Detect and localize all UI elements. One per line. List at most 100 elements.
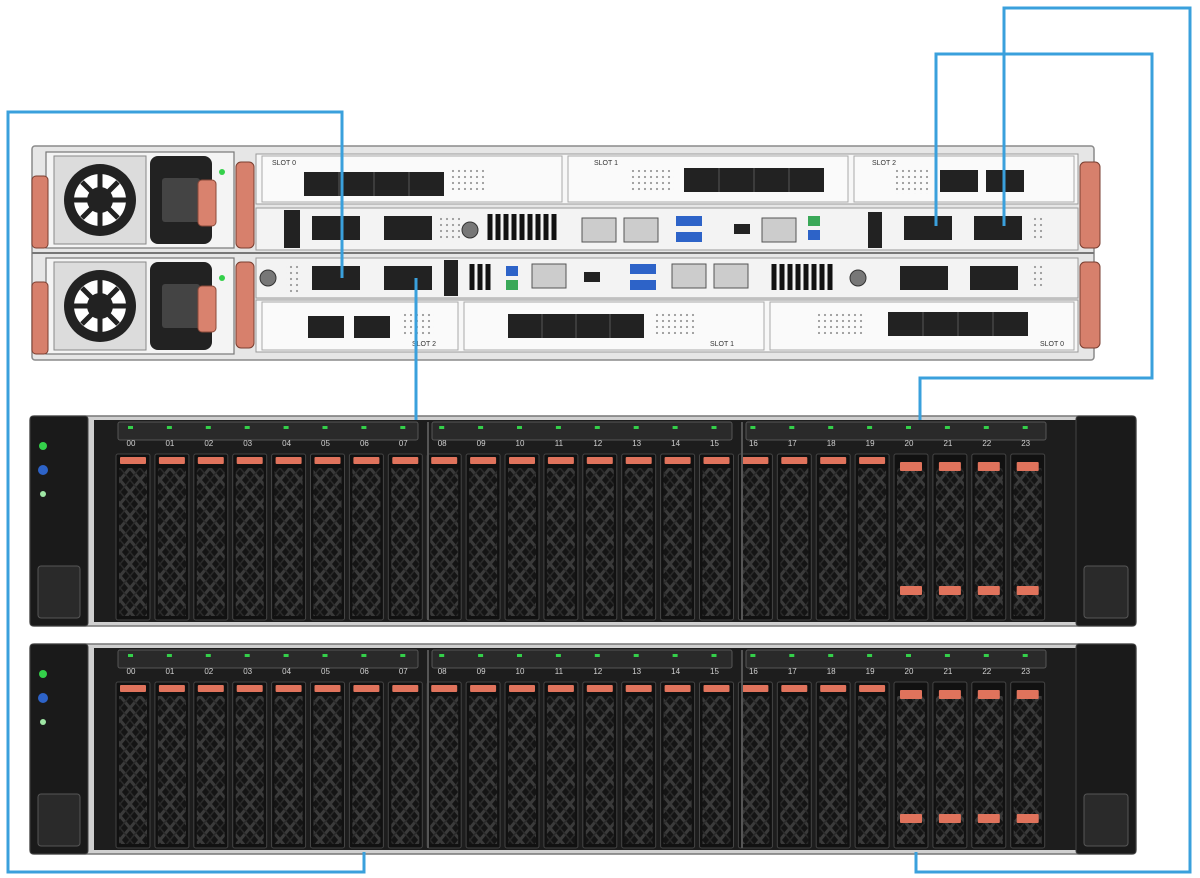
drive-latch[interactable] — [158, 685, 185, 692]
drive-latch[interactable] — [859, 457, 886, 464]
usb-port[interactable] — [630, 280, 656, 290]
sfp-port[interactable] — [312, 216, 360, 240]
ear-handle[interactable] — [1083, 793, 1129, 847]
ear-handle[interactable] — [37, 793, 81, 847]
drive-latch[interactable] — [625, 457, 652, 464]
bay-activity-led — [166, 654, 172, 657]
drive-latch[interactable] — [275, 457, 302, 464]
sfp-port[interactable] — [974, 216, 1022, 240]
sfp-port[interactable] — [384, 266, 432, 290]
ethernet-port[interactable] — [761, 217, 797, 243]
drive-latch[interactable] — [586, 457, 613, 464]
sfp-port[interactable] — [312, 266, 360, 290]
drive-latch[interactable] — [547, 457, 574, 464]
drive-latch[interactable] — [820, 685, 847, 692]
drive-latch[interactable] — [900, 586, 922, 595]
drive-latch[interactable] — [781, 457, 808, 464]
drive-latch[interactable] — [1016, 462, 1039, 471]
drive-latch[interactable] — [1016, 814, 1039, 823]
ethernet-port[interactable] — [581, 217, 617, 243]
drive-latch[interactable] — [742, 685, 769, 692]
ear-handle[interactable] — [37, 565, 81, 619]
bay-number: 22 — [982, 439, 991, 448]
rack-handles[interactable] — [31, 161, 1101, 355]
drive-latch[interactable] — [977, 462, 1000, 471]
status-led-icon — [40, 491, 46, 497]
power-supply-top[interactable] — [45, 151, 235, 249]
drive-latch[interactable] — [820, 457, 847, 464]
usb-port[interactable] — [676, 232, 702, 242]
drive-latch[interactable] — [977, 586, 1000, 595]
drive-latch[interactable] — [197, 685, 224, 692]
drive-latch[interactable] — [120, 685, 146, 692]
usb-port[interactable] — [676, 216, 702, 226]
drive-latch[interactable] — [938, 814, 961, 823]
drive-latch[interactable] — [900, 462, 922, 471]
bay-number: 08 — [438, 667, 447, 676]
drive-latch[interactable] — [158, 457, 185, 464]
ethernet-port[interactable] — [671, 263, 707, 289]
sfp-port[interactable] — [384, 216, 432, 240]
drive-latch[interactable] — [314, 685, 341, 692]
drive-latch[interactable] — [900, 814, 922, 823]
drive-latch[interactable] — [120, 457, 146, 464]
ear-handle[interactable] — [1083, 565, 1129, 619]
drive-latch[interactable] — [509, 457, 535, 464]
drive-latch[interactable] — [938, 586, 961, 595]
drive-vent — [391, 696, 420, 844]
bay-number: 16 — [749, 667, 758, 676]
ethernet-port[interactable] — [713, 263, 749, 289]
drive-latch[interactable] — [977, 814, 1000, 823]
drive-vent — [819, 696, 848, 844]
drive-latch[interactable] — [664, 457, 691, 464]
drive-vent — [858, 468, 887, 616]
drive-latch[interactable] — [236, 457, 263, 464]
drive-latch[interactable] — [353, 685, 380, 692]
drive-latch[interactable] — [197, 457, 224, 464]
drive-vent — [430, 696, 459, 844]
drive-latch[interactable] — [392, 685, 419, 692]
drive-latch[interactable] — [509, 685, 535, 692]
drive-latch[interactable] — [625, 685, 652, 692]
ethernet-port[interactable] — [623, 217, 659, 243]
drive-latch[interactable] — [431, 685, 458, 692]
bay-number: 11 — [555, 667, 564, 676]
drive-latch[interactable] — [275, 685, 302, 692]
drive-latch[interactable] — [781, 685, 808, 692]
drive-latch[interactable] — [938, 690, 961, 699]
drive-vent — [741, 468, 770, 616]
bay-activity-led — [128, 654, 133, 657]
bay-number: 16 — [749, 439, 758, 448]
drive-vent — [624, 468, 653, 616]
drive-latch[interactable] — [703, 457, 730, 464]
ethernet-port[interactable] — [531, 263, 567, 289]
cable-c — [918, 52, 1154, 420]
drive-latch[interactable] — [859, 685, 886, 692]
sfp-port[interactable] — [904, 216, 952, 240]
drive-vent — [741, 696, 770, 844]
sfp-port[interactable] — [900, 266, 948, 290]
drive-latch[interactable] — [236, 685, 263, 692]
drive-latch[interactable] — [703, 685, 730, 692]
drive-latch[interactable] — [586, 685, 613, 692]
identify-led-icon[interactable] — [38, 693, 48, 703]
sfp-port[interactable] — [970, 266, 1018, 290]
drive-latch[interactable] — [977, 690, 1000, 699]
drive-latch[interactable] — [392, 457, 419, 464]
power-supply-bottom[interactable] — [45, 257, 235, 355]
drive-latch[interactable] — [742, 457, 769, 464]
identify-led-icon[interactable] — [38, 465, 48, 475]
drive-latch[interactable] — [470, 685, 497, 692]
slot-label: SLOT 0 — [272, 160, 296, 167]
drive-latch[interactable] — [314, 457, 341, 464]
drive-latch[interactable] — [938, 462, 961, 471]
drive-latch[interactable] — [431, 457, 458, 464]
drive-latch[interactable] — [547, 685, 574, 692]
drive-latch[interactable] — [1016, 690, 1039, 699]
drive-latch[interactable] — [470, 457, 497, 464]
drive-latch[interactable] — [1016, 586, 1039, 595]
drive-latch[interactable] — [664, 685, 691, 692]
usb-port[interactable] — [630, 264, 656, 274]
drive-latch[interactable] — [353, 457, 380, 464]
drive-latch[interactable] — [900, 690, 922, 699]
